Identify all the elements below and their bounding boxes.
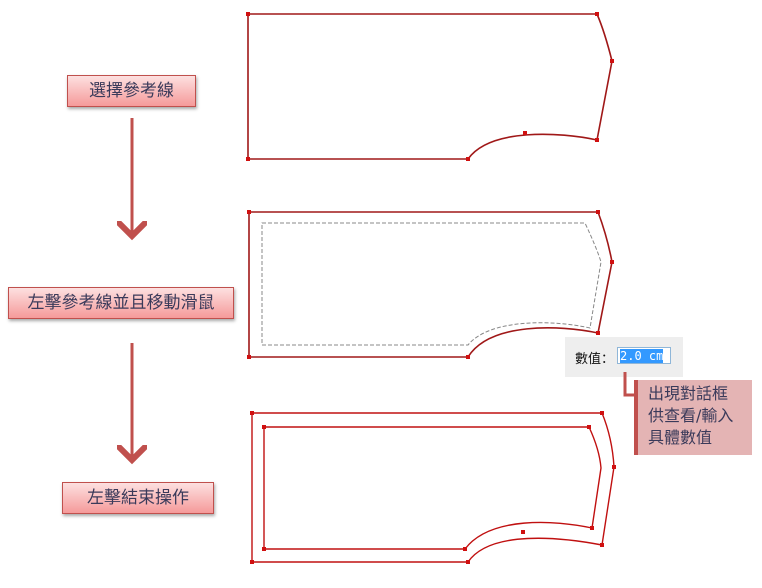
pattern-piece-result[interactable] (251, 412, 615, 563)
value-text: 2.0 cm (620, 349, 664, 363)
value-label: 數值： (575, 352, 615, 367)
value-input[interactable]: 2.0 cm (617, 347, 671, 364)
callout-line: 出現對話框 (648, 384, 729, 403)
step-select-reference-line: 選擇參考線 (67, 75, 196, 107)
step-click-and-move: 左擊參考線並且移動滑鼠 (8, 287, 234, 319)
callout-line: 具體數值 (648, 428, 713, 447)
pattern-piece-original[interactable] (247, 13, 613, 160)
callout-line: 供查看/輸入 (648, 406, 734, 425)
pattern-piece-moving[interactable] (248, 211, 613, 358)
callout-note: 出現對話框 供查看/輸入 具體數值 (634, 380, 752, 455)
value-dialog: 數值： 2.0 cm (565, 337, 683, 377)
control-points (246, 12, 616, 564)
step-click-to-finish: 左擊結束操作 (62, 482, 214, 514)
